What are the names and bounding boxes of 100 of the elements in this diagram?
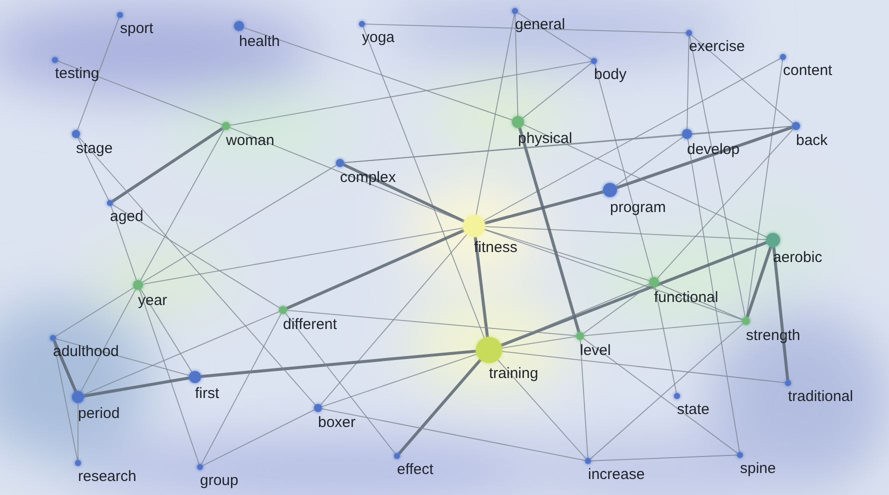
keyword-label: group (200, 472, 238, 489)
connection-line (474, 236, 489, 338)
keyword-label: body (594, 66, 627, 83)
connection-line (484, 190, 604, 225)
connection-line (582, 338, 738, 454)
connection-line (230, 61, 592, 126)
keyword-label: research (78, 468, 136, 485)
connection-line (112, 126, 224, 203)
connection-line (687, 138, 740, 452)
connection-line (55, 338, 190, 376)
connection-line (200, 313, 282, 465)
keyword-label: spine (740, 460, 776, 477)
connection-line (320, 234, 468, 406)
connection-line (654, 286, 677, 394)
connection-line (84, 376, 190, 398)
connection-line (202, 409, 315, 466)
keyword-label: effect (397, 461, 434, 478)
connection-line (344, 126, 792, 164)
keyword-label: state (677, 401, 710, 418)
connection-line (514, 14, 518, 116)
keyword-label: program (610, 199, 666, 216)
keyword-label: testing (55, 65, 100, 82)
keyword-label: woman (226, 132, 274, 149)
keyword-label: different (283, 316, 337, 333)
keyword-label: boxer (318, 414, 356, 431)
connection-line (590, 323, 744, 460)
connection-line (518, 127, 580, 333)
connection-line (522, 62, 592, 119)
connection-line (142, 164, 338, 283)
connection-line (110, 205, 137, 281)
connection-line (500, 241, 768, 347)
connection-line (362, 26, 485, 338)
keyword-label: content (783, 62, 832, 79)
connection-line (590, 454, 738, 462)
keyword-label: sport (120, 20, 154, 37)
connection-line (746, 246, 772, 318)
connection-line (517, 12, 592, 60)
connection-line (78, 136, 316, 406)
keyword-label: stage (76, 140, 113, 157)
connection-line (484, 229, 743, 320)
connection-line (342, 163, 465, 223)
keyword-label: adulthood (53, 343, 119, 360)
connection-line (497, 359, 586, 460)
connection-line (772, 246, 790, 380)
keyword-label: level (580, 342, 611, 359)
keyword-label: period (78, 405, 120, 422)
connection-line (582, 284, 650, 334)
connection-line (286, 229, 465, 310)
keyword-label: traditional (788, 388, 854, 405)
connection-line (364, 24, 686, 34)
connection-line (658, 284, 743, 320)
connection-line (142, 227, 464, 285)
connection-line (501, 350, 786, 384)
keyword-label: strength (746, 327, 800, 344)
connection-line (523, 124, 768, 238)
connection-line (57, 60, 223, 125)
connection-line (140, 129, 225, 282)
connection-line (501, 336, 576, 348)
connection-line (689, 36, 746, 318)
keyword-label: aged (110, 208, 144, 225)
connection-line (55, 287, 134, 337)
connection-line (594, 63, 654, 278)
keyword-label: health (239, 33, 280, 50)
connection-line (484, 226, 766, 240)
keyword-label: first (195, 385, 220, 402)
connection-line (484, 228, 650, 281)
connection-line (139, 289, 200, 465)
connection-line (500, 283, 650, 346)
connection-line (584, 320, 742, 336)
connection-line (286, 310, 576, 336)
connection-line (77, 137, 110, 201)
connection-line (229, 127, 464, 222)
connection-line (53, 340, 78, 460)
connection-line (580, 340, 588, 458)
keyword-label: yoga (362, 29, 395, 46)
connection-line (243, 27, 513, 120)
connection-line (80, 288, 136, 392)
keyword-label: back (796, 132, 828, 149)
connection-line (476, 14, 515, 216)
connection-line (112, 204, 280, 308)
connection-line (140, 288, 192, 372)
connection-line (690, 34, 794, 124)
connection-line (398, 358, 482, 455)
connection-line (83, 311, 280, 396)
connection-line (200, 350, 476, 378)
connection-line (76, 17, 120, 131)
connection-line (615, 136, 684, 186)
connection-line (321, 408, 586, 461)
keyword-label: general (515, 16, 566, 33)
connection-line (285, 312, 396, 454)
connection-line (616, 126, 793, 190)
keyword-label: year (138, 292, 168, 309)
connection-line (52, 340, 78, 392)
keyword-label: increase (588, 466, 645, 483)
connection-line (656, 128, 794, 279)
connection-line (483, 58, 781, 222)
keyword-label: training (489, 365, 538, 382)
connection-line (686, 36, 690, 130)
keyword-label: exercise (689, 38, 745, 55)
connection-line (321, 354, 478, 408)
